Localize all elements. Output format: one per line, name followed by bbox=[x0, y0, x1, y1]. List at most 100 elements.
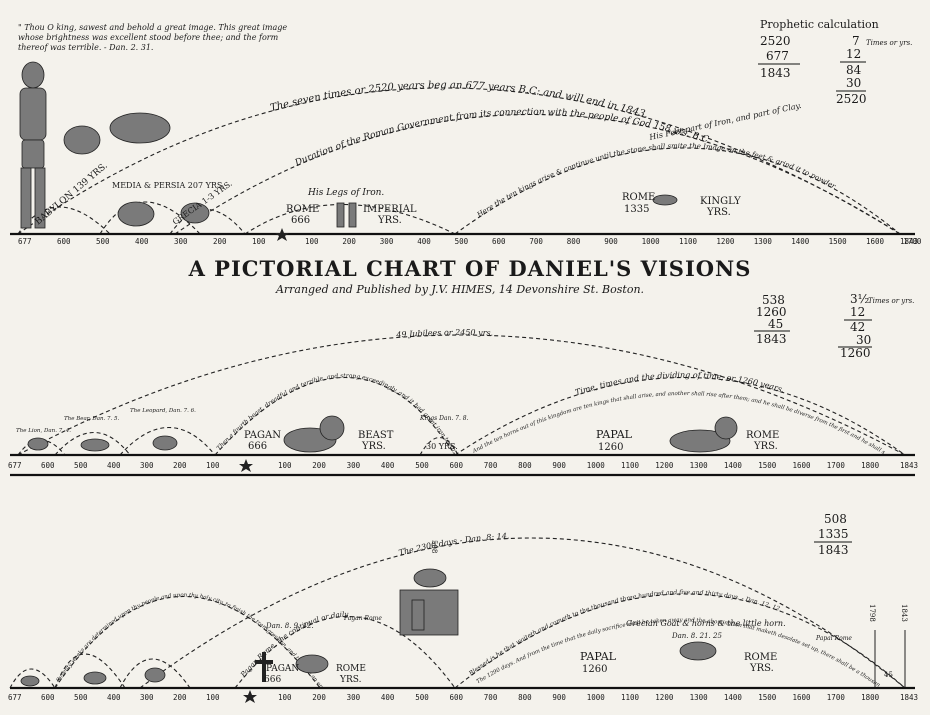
tick-label: 1600 bbox=[793, 693, 812, 702]
tick-label: 600 bbox=[41, 461, 55, 470]
title-block: A PICTORIAL CHART OF DANIEL'S VISIONS Ar… bbox=[188, 256, 752, 296]
tick-label: 1800 bbox=[861, 693, 880, 702]
tick-label: 100 bbox=[278, 693, 292, 702]
tick-label: 300 bbox=[347, 461, 361, 470]
calc-right-5: 2520 bbox=[836, 92, 867, 106]
calc-2-left-3: 45 bbox=[768, 317, 783, 331]
papal-label-3: PAPAL bbox=[580, 650, 617, 663]
tick-label: 1100 bbox=[621, 461, 640, 470]
calc-2-right-5: 1260 bbox=[840, 346, 871, 360]
main-title: A PICTORIAL CHART OF DANIEL'S VISIONS bbox=[188, 256, 752, 281]
tick-label: 300 bbox=[140, 461, 154, 470]
calc-2-right-3: 42 bbox=[850, 320, 865, 334]
tick-label: 800 bbox=[518, 461, 532, 470]
arc-2-kings-text: And the ten horns out of this kingdom ar… bbox=[0, 0, 886, 456]
quote-line-3: thereof was terrible. - Dan. 2. 31. bbox=[18, 43, 153, 52]
tick-label: 200 bbox=[312, 693, 326, 702]
arc-3-outer-text: The 2300 days - Dan. 8: 14. bbox=[398, 531, 510, 557]
tick-label: 400 bbox=[381, 693, 395, 702]
tick-label: 677 bbox=[18, 237, 32, 246]
tick-label: 900 bbox=[552, 461, 566, 470]
tick-label: 200 bbox=[213, 237, 227, 246]
leopard-icon-2 bbox=[152, 435, 178, 451]
tick-label: 400 bbox=[107, 693, 121, 702]
calc-2-left: 538 1260 45 1843 bbox=[754, 293, 790, 346]
small-animal-icon bbox=[20, 667, 166, 687]
arc-3-days-text: The 1290 days. And from the time that th… bbox=[0, 0, 881, 689]
kingly-yrs: YRS. bbox=[706, 207, 731, 218]
tick-label: 500 bbox=[74, 461, 88, 470]
panel-1: " Thou O king, sawest and behold a great… bbox=[10, 18, 922, 246]
tick-label: 900 bbox=[604, 237, 618, 246]
tick-label: 100 bbox=[252, 237, 266, 246]
arc-2-outer-label: 49 Jubilees or 2450 yrs. bbox=[395, 328, 493, 340]
tick-label: 1300 bbox=[754, 237, 773, 246]
rome-yrs-2: YRS. bbox=[753, 441, 778, 452]
lion-head-icon bbox=[63, 125, 101, 155]
tick-label: 600 bbox=[450, 693, 464, 702]
calc-left: 2520 677 1843 bbox=[758, 34, 800, 80]
num-45: 45 bbox=[884, 671, 893, 679]
calc-2-right-1: 3½ bbox=[850, 292, 869, 306]
tick-label: 600 bbox=[450, 461, 464, 470]
beast-yrs: YRS. bbox=[361, 441, 386, 452]
rome-kingly-label: ROME bbox=[622, 192, 655, 203]
tick-label: 1400 bbox=[791, 237, 810, 246]
tick-label: 1000 bbox=[587, 693, 606, 702]
goat-label: Grecian Goat & horns & the little horn. bbox=[626, 619, 786, 628]
tick-label: 1843 bbox=[900, 237, 918, 246]
rome-label-2: ROME bbox=[746, 430, 779, 441]
goat-icon-2 bbox=[679, 641, 717, 661]
papal-rome-note: Papal Rome bbox=[815, 635, 852, 642]
tick-label: 1100 bbox=[679, 237, 698, 246]
tick-label: 1000 bbox=[587, 461, 606, 470]
arc-2-kings-label: And the ten horns out of this kingdom ar… bbox=[0, 0, 886, 456]
tick-label: 1500 bbox=[829, 237, 848, 246]
tick-label: 500 bbox=[455, 237, 469, 246]
small-beast-lion: The Lion, Dan. 7. 4. bbox=[16, 428, 71, 434]
feet-icon bbox=[652, 194, 678, 206]
tick-label: 1800 bbox=[861, 461, 880, 470]
papal-num-3: 1260 bbox=[582, 664, 607, 675]
tick-label: 400 bbox=[107, 461, 121, 470]
calc-right-3: 84 bbox=[846, 63, 862, 77]
tick-label: 677 bbox=[8, 693, 22, 702]
calc-left-1: 2520 bbox=[760, 34, 791, 48]
calc-2-right-note: Times or yrs. bbox=[868, 297, 914, 305]
kings-note: Kings Dan. 7. 8. bbox=[419, 415, 469, 422]
pagan-num: 666 bbox=[248, 441, 267, 452]
cross-icon bbox=[255, 652, 273, 682]
year-1843: 1843 bbox=[900, 604, 908, 622]
goat-icon bbox=[295, 654, 329, 674]
small-beast-leopard: The Leopard, Dan. 7. 6. bbox=[130, 408, 196, 414]
beast-icon bbox=[283, 415, 345, 453]
tick-label: 500 bbox=[74, 693, 88, 702]
rome-yrs-3: YRS. bbox=[339, 675, 362, 685]
tick-label: 900 bbox=[552, 693, 566, 702]
tick-label: 1200 bbox=[655, 461, 674, 470]
tick-label: 1200 bbox=[655, 693, 674, 702]
tick-label: 200 bbox=[173, 461, 187, 470]
calc-right-1: 7 bbox=[852, 34, 860, 48]
tick-label: 600 bbox=[492, 237, 506, 246]
tick-label: 677 bbox=[8, 461, 22, 470]
bear-icon-2 bbox=[80, 438, 110, 452]
tick-label: 300 bbox=[347, 693, 361, 702]
arc-2-fourth-text: Then a fourth beast, dreadful and terrib… bbox=[0, 0, 460, 457]
lion-icon bbox=[27, 437, 49, 451]
rome-label: ROME bbox=[286, 204, 319, 215]
tick-label: 500 bbox=[415, 693, 429, 702]
altar-icon bbox=[399, 568, 459, 636]
kingdom-media-persia: MEDIA & PERSIA 207 YRS. bbox=[112, 181, 225, 190]
iron-legs-icon bbox=[336, 202, 357, 228]
calc-2-left-1: 538 bbox=[762, 293, 785, 307]
tick-label: 400 bbox=[417, 237, 431, 246]
tick-label: 200 bbox=[312, 461, 326, 470]
calc-2-left-2: 1260 bbox=[756, 305, 787, 319]
kingly-num: 1335 bbox=[624, 204, 649, 215]
tick-label: 1400 bbox=[724, 461, 743, 470]
calc-title: Prophetic calculation bbox=[760, 18, 879, 31]
papal-beast-icon bbox=[669, 416, 738, 453]
